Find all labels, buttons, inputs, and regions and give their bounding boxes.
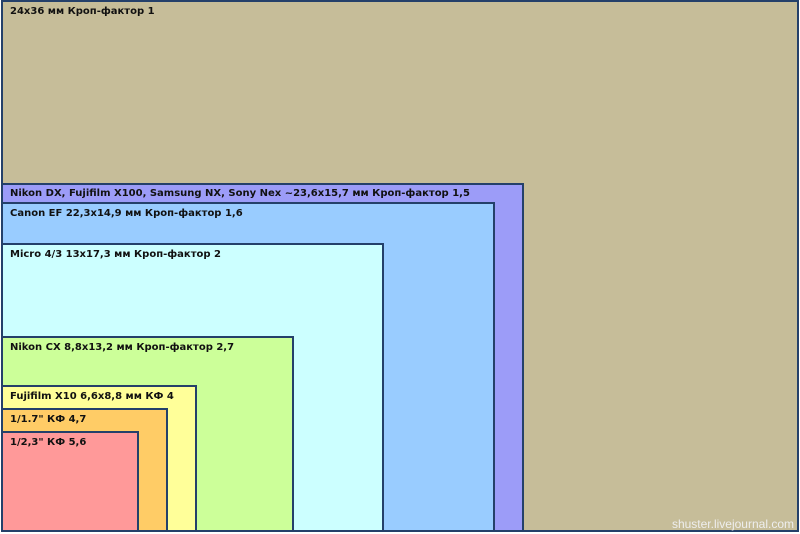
sensor-1-2.3-inch: 1/2,3" КФ 5,6: [1, 431, 139, 532]
sensor-label: Nikon DX, Fujifilm X100, Samsung NX, Son…: [10, 188, 470, 199]
sensor-label: 1/2,3" КФ 5,6: [10, 437, 87, 448]
watermark: shuster.livejournal.com: [671, 517, 794, 531]
sensor-label: Nikon CX 8,8x13,2 мм Кроп-фактор 2,7: [10, 342, 235, 353]
sensor-label: Canon EF 22,3x14,9 мм Кроп-фактор 1,6: [10, 208, 243, 219]
sensor-label: 1/1.7" КФ 4,7: [10, 414, 87, 425]
sensor-label: Micro 4/3 13x17,3 мм Кроп-фактор 2: [10, 249, 221, 260]
sensor-label: Fujifilm X10 6,6x8,8 мм КФ 4: [10, 391, 174, 402]
sensor-label: 24x36 мм Кроп-фактор 1: [10, 6, 155, 17]
